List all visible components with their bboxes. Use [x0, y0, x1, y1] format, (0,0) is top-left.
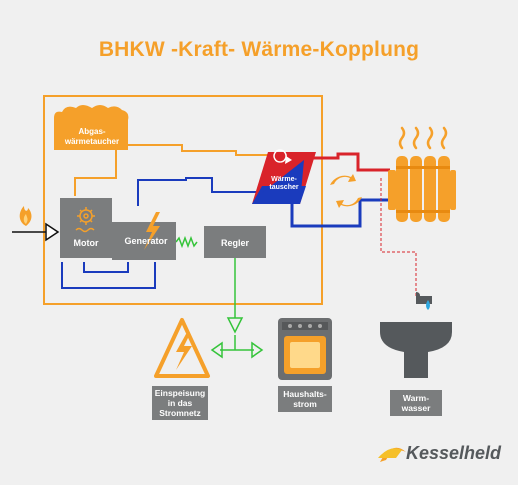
return-line: [137, 177, 262, 206]
high-voltage-icon: [154, 318, 210, 378]
kesselheld-logo-icon: [378, 447, 406, 462]
cold-return-line: [290, 198, 390, 228]
regler-arrowhead: [226, 317, 244, 334]
exhaust-pipe-line: [74, 150, 117, 196]
waermetauscher-shape: [252, 149, 316, 204]
circulation-icon: [330, 174, 362, 208]
stove-icon: [278, 318, 332, 380]
arrow-left-icon: [210, 341, 223, 359]
arrow-right-icon: [251, 341, 264, 359]
regler-label: Regler: [220, 238, 249, 248]
gear-icon: [75, 207, 95, 233]
cooling-loop-inner-line: [83, 262, 129, 273]
haushaltsstrom-caption: Haushalts- strom: [278, 386, 332, 412]
warmwasser-caption: Warm- wasser: [390, 390, 442, 416]
lightning-icon: [144, 212, 160, 250]
exhaust-heat-line: [128, 144, 268, 156]
regler-box: [204, 226, 266, 258]
hot-flow-line: [312, 152, 390, 172]
warmwater-dashed-line: [380, 178, 417, 296]
abgas-waermetaucher-label: Abgas- wärmetaucher: [64, 127, 120, 146]
waermetauscher-label: Wärme- tauscher: [269, 176, 299, 191]
cooling-loop-line: [61, 262, 156, 289]
flame-icon: [19, 206, 32, 226]
generator-box: [112, 222, 176, 260]
diagram-title: BHKW -Kraft- Wärme-Kopplung: [98, 38, 420, 61]
motor-label: Motor: [73, 238, 99, 248]
abgas-waermetaucher-shape: [54, 105, 129, 150]
steam-icon: [398, 126, 448, 150]
fuel-input-arrowhead: [45, 222, 60, 242]
system-boundary: [43, 95, 323, 305]
radiator-icon: [388, 156, 456, 222]
faucet-icon: [380, 292, 452, 378]
power-zigzag-line: [175, 235, 198, 249]
generator-label: Generator: [124, 236, 168, 246]
einspeisung-caption: Einspeisung in das Stromnetz: [152, 386, 208, 420]
brand-wordmark: Kesselheld: [406, 443, 502, 463]
